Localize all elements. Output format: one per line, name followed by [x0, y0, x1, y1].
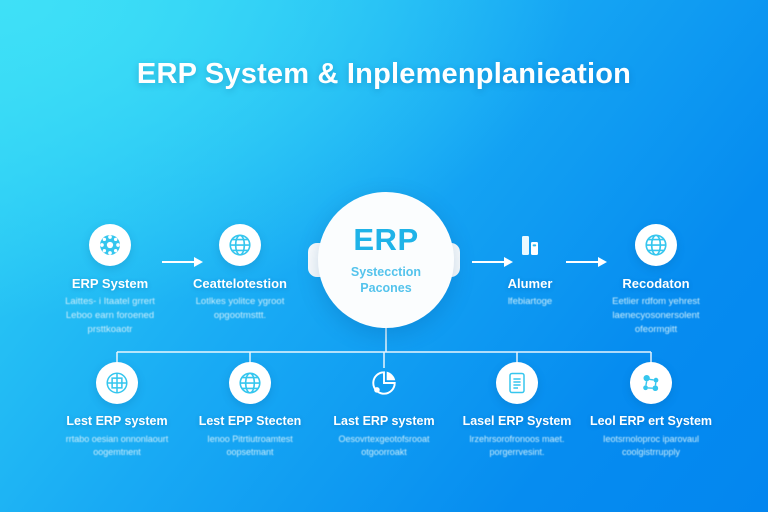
node-sub-line-1: Oesovrtexgeotofsrooat	[338, 433, 430, 444]
icon-container	[462, 222, 598, 268]
node-sub-line-2: coolgistrrupply	[621, 446, 681, 457]
hub-subtitle: Systecction Pacones	[350, 265, 422, 295]
globe-icon	[229, 362, 271, 404]
node-sub-line-1: Laittes- i Itaatel grrert	[65, 296, 155, 308]
node-sub-line-2: Leboo earn foroened	[65, 310, 155, 322]
node-sub-line-2: oogemtnent	[93, 446, 141, 457]
icon-container	[316, 360, 452, 406]
bar-chart-icon	[518, 232, 542, 258]
node-sub-line-2: laenecyosonersolent	[612, 310, 700, 322]
people-network-icon	[630, 362, 672, 404]
node-sub-line-1: Lotlkes yolitce ygroot	[195, 296, 285, 308]
node-sub-line-1: Ieotsrnoloproc iparovaul	[602, 433, 700, 444]
sub-node-lest-epp-stecten[interactable]: Lest EPP Stecten Ienoo Pitrtiutroamtest …	[182, 360, 318, 459]
node-sub-line-1: lrzehrsorofronoos maet.	[469, 433, 565, 444]
node-label: Ceattelotestion	[193, 276, 287, 291]
node-sub-line-2: oopsetmant	[226, 446, 274, 457]
sub-node-last-erp-system[interactable]: Last ERP system Oesovrtexgeotofsrooat ot…	[316, 360, 452, 459]
globe-icon	[219, 224, 261, 266]
icon-container	[182, 360, 318, 406]
node-label: Leol ERP ert System	[589, 414, 713, 428]
icon-container	[588, 222, 724, 268]
central-hub-node[interactable]: ERP Systecction Pacones	[318, 192, 454, 328]
sub-node-leol-erp-ert-system[interactable]: Leol ERP ert System Ieotsrnoloproc iparo…	[583, 360, 719, 459]
node-sub-line-1: lfebiartoge	[507, 296, 553, 308]
node-sub-line-3: ofeormgitt	[634, 323, 678, 335]
icon-container	[449, 360, 585, 406]
process-node-ceattelotestion[interactable]: Ceattelotestion Lotlkes yolitce ygroot o…	[172, 222, 308, 323]
node-sub-line-1: Eetlier rdfom yehrest	[612, 296, 700, 308]
node-sub-line-2: otgoorroakt	[361, 446, 407, 457]
icon-container	[49, 360, 185, 406]
document-icon	[496, 362, 538, 404]
node-sub-line-1: Ienoo Pitrtiutroamtest	[207, 433, 293, 444]
icon-container	[172, 222, 308, 268]
hub-title: ERP	[353, 222, 419, 257]
process-node-recodaton[interactable]: Recodaton Eetlier rdfom yehrest laenecyo…	[588, 222, 724, 337]
node-sub-line-1: rrtabo oesian onnonlaourt	[65, 433, 169, 444]
process-node-erp-system[interactable]: ERP System Laittes- i Itaatel grrert Leb…	[42, 222, 178, 337]
globe-icon	[635, 224, 677, 266]
arrow-1	[162, 257, 203, 267]
node-label: Alumer	[507, 276, 553, 291]
arrow-2	[472, 257, 513, 267]
node-sub-line-2: porgerrvesint.	[489, 446, 545, 457]
pie-chart-icon	[369, 368, 399, 398]
node-label: ERP System	[71, 276, 149, 291]
sub-node-lest-erp-system[interactable]: Lest ERP system rrtabo oesian onnonlaour…	[49, 360, 185, 459]
node-label: Recodaton	[622, 276, 690, 291]
node-label: Lest EPP Stecten	[198, 414, 302, 428]
node-label: Last ERP system	[333, 414, 435, 428]
process-node-alumer[interactable]: Alumer lfebiartoge	[462, 222, 598, 309]
arrow-3	[566, 257, 607, 267]
sub-node-lasel-erp-system[interactable]: Lasel ERP System lrzehrsorofronoos maet.…	[449, 360, 585, 459]
node-label: Lest ERP system	[66, 414, 168, 428]
page-title: ERP System & Inplemenplanieation	[136, 58, 632, 90]
node-sub-line-3: prsttkoaotr	[87, 323, 133, 335]
node-label: Lasel ERP System	[462, 414, 572, 428]
network-grid-icon	[96, 362, 138, 404]
icon-container	[42, 222, 178, 268]
gear-icon	[89, 224, 131, 266]
icon-container	[583, 360, 719, 406]
node-sub-line-2: opgootmsttt.	[213, 310, 267, 322]
